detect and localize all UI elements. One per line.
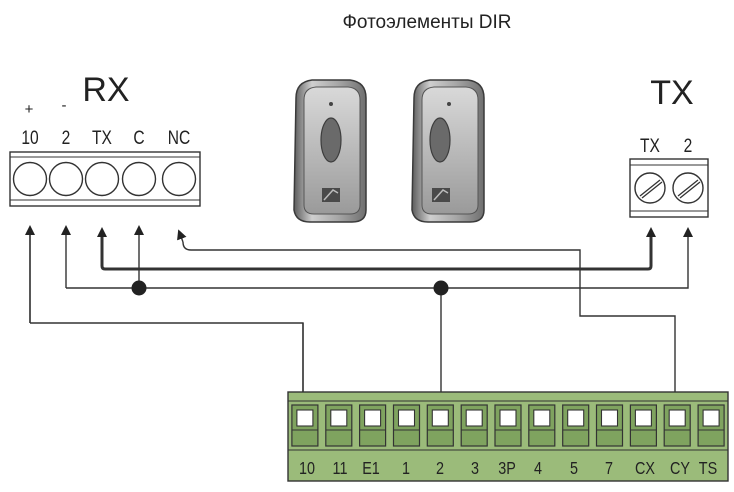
board-terminal-label: TS bbox=[699, 459, 718, 479]
board-terminal-screw bbox=[668, 409, 686, 427]
junction-dot bbox=[131, 280, 147, 296]
board-terminal-screw bbox=[397, 409, 416, 427]
wire-rx-tx-c-to-tx-tx bbox=[100, 234, 653, 271]
board-terminal-screw bbox=[330, 409, 348, 427]
rx-receiver: RX + - 10 2 TX C NC bbox=[9, 71, 201, 207]
board-terminal-screw bbox=[431, 409, 449, 427]
rx-label: RX bbox=[82, 71, 129, 109]
diagram-title: Фотоэлементы DIR bbox=[342, 12, 511, 33]
tx-label: TX bbox=[650, 74, 693, 112]
photocell-left-image bbox=[293, 79, 367, 223]
board-terminal-label: CX bbox=[635, 459, 655, 479]
board-terminal-label: 1 bbox=[402, 459, 410, 479]
junction-dot bbox=[433, 280, 449, 296]
board-terminal-label: CY bbox=[670, 459, 690, 479]
board-terminal-screw bbox=[702, 409, 720, 427]
board-terminal-label: 11 bbox=[333, 459, 348, 479]
board-terminal-label: 4 bbox=[534, 459, 542, 479]
board-terminal-screw bbox=[364, 409, 382, 427]
board-terminal-label: 3P bbox=[498, 459, 516, 479]
board-terminal-label: 5 bbox=[570, 459, 578, 479]
wire-rxnc-to-cy bbox=[182, 241, 680, 429]
rx-terminal-label: C bbox=[133, 127, 144, 149]
rx-terminal-screw bbox=[121, 161, 157, 197]
control-board: 10 11 E1 1 2 3 3P 4 5 7 CX CY TS bbox=[287, 391, 729, 482]
rx-terminal-label: TX bbox=[92, 127, 112, 149]
tx-transmitter: TX TX 2 bbox=[629, 74, 709, 218]
board-terminal-screw bbox=[465, 409, 483, 427]
board-terminal-screw bbox=[296, 409, 314, 427]
board-terminal-label: 2 bbox=[436, 459, 444, 479]
board-terminal-screw bbox=[533, 409, 551, 427]
board-terminal-label: 3 bbox=[471, 459, 479, 479]
board-terminal-screw bbox=[567, 409, 585, 427]
board-terminal-screw bbox=[499, 409, 517, 427]
rx-terminal-label: 10 bbox=[21, 127, 38, 149]
rx-terminal-screw bbox=[161, 161, 197, 197]
board-terminal-screw bbox=[600, 409, 619, 427]
rx-terminal-label: 2 bbox=[62, 127, 71, 149]
wiring bbox=[25, 225, 693, 429]
rx-terminal-screw bbox=[48, 161, 84, 197]
board-terminal-label: 10 bbox=[299, 459, 315, 479]
photocell-right-image bbox=[411, 79, 485, 223]
tx-terminal-label: 2 bbox=[684, 135, 693, 157]
rx-terminal-screw bbox=[84, 161, 120, 197]
board-terminal-label: E1 bbox=[362, 459, 380, 479]
board-terminal-screw bbox=[634, 409, 652, 427]
rx-terminal-label: NC bbox=[168, 127, 190, 149]
rx-polarity-minus: - bbox=[62, 97, 67, 114]
board-terminal-label: 7 bbox=[605, 459, 613, 479]
tx-terminal-label: TX bbox=[640, 135, 660, 157]
rx-terminal-screw bbox=[12, 161, 48, 197]
wire-rx10-to-board10 bbox=[29, 228, 304, 428]
rx-polarity-plus: + bbox=[25, 101, 34, 118]
